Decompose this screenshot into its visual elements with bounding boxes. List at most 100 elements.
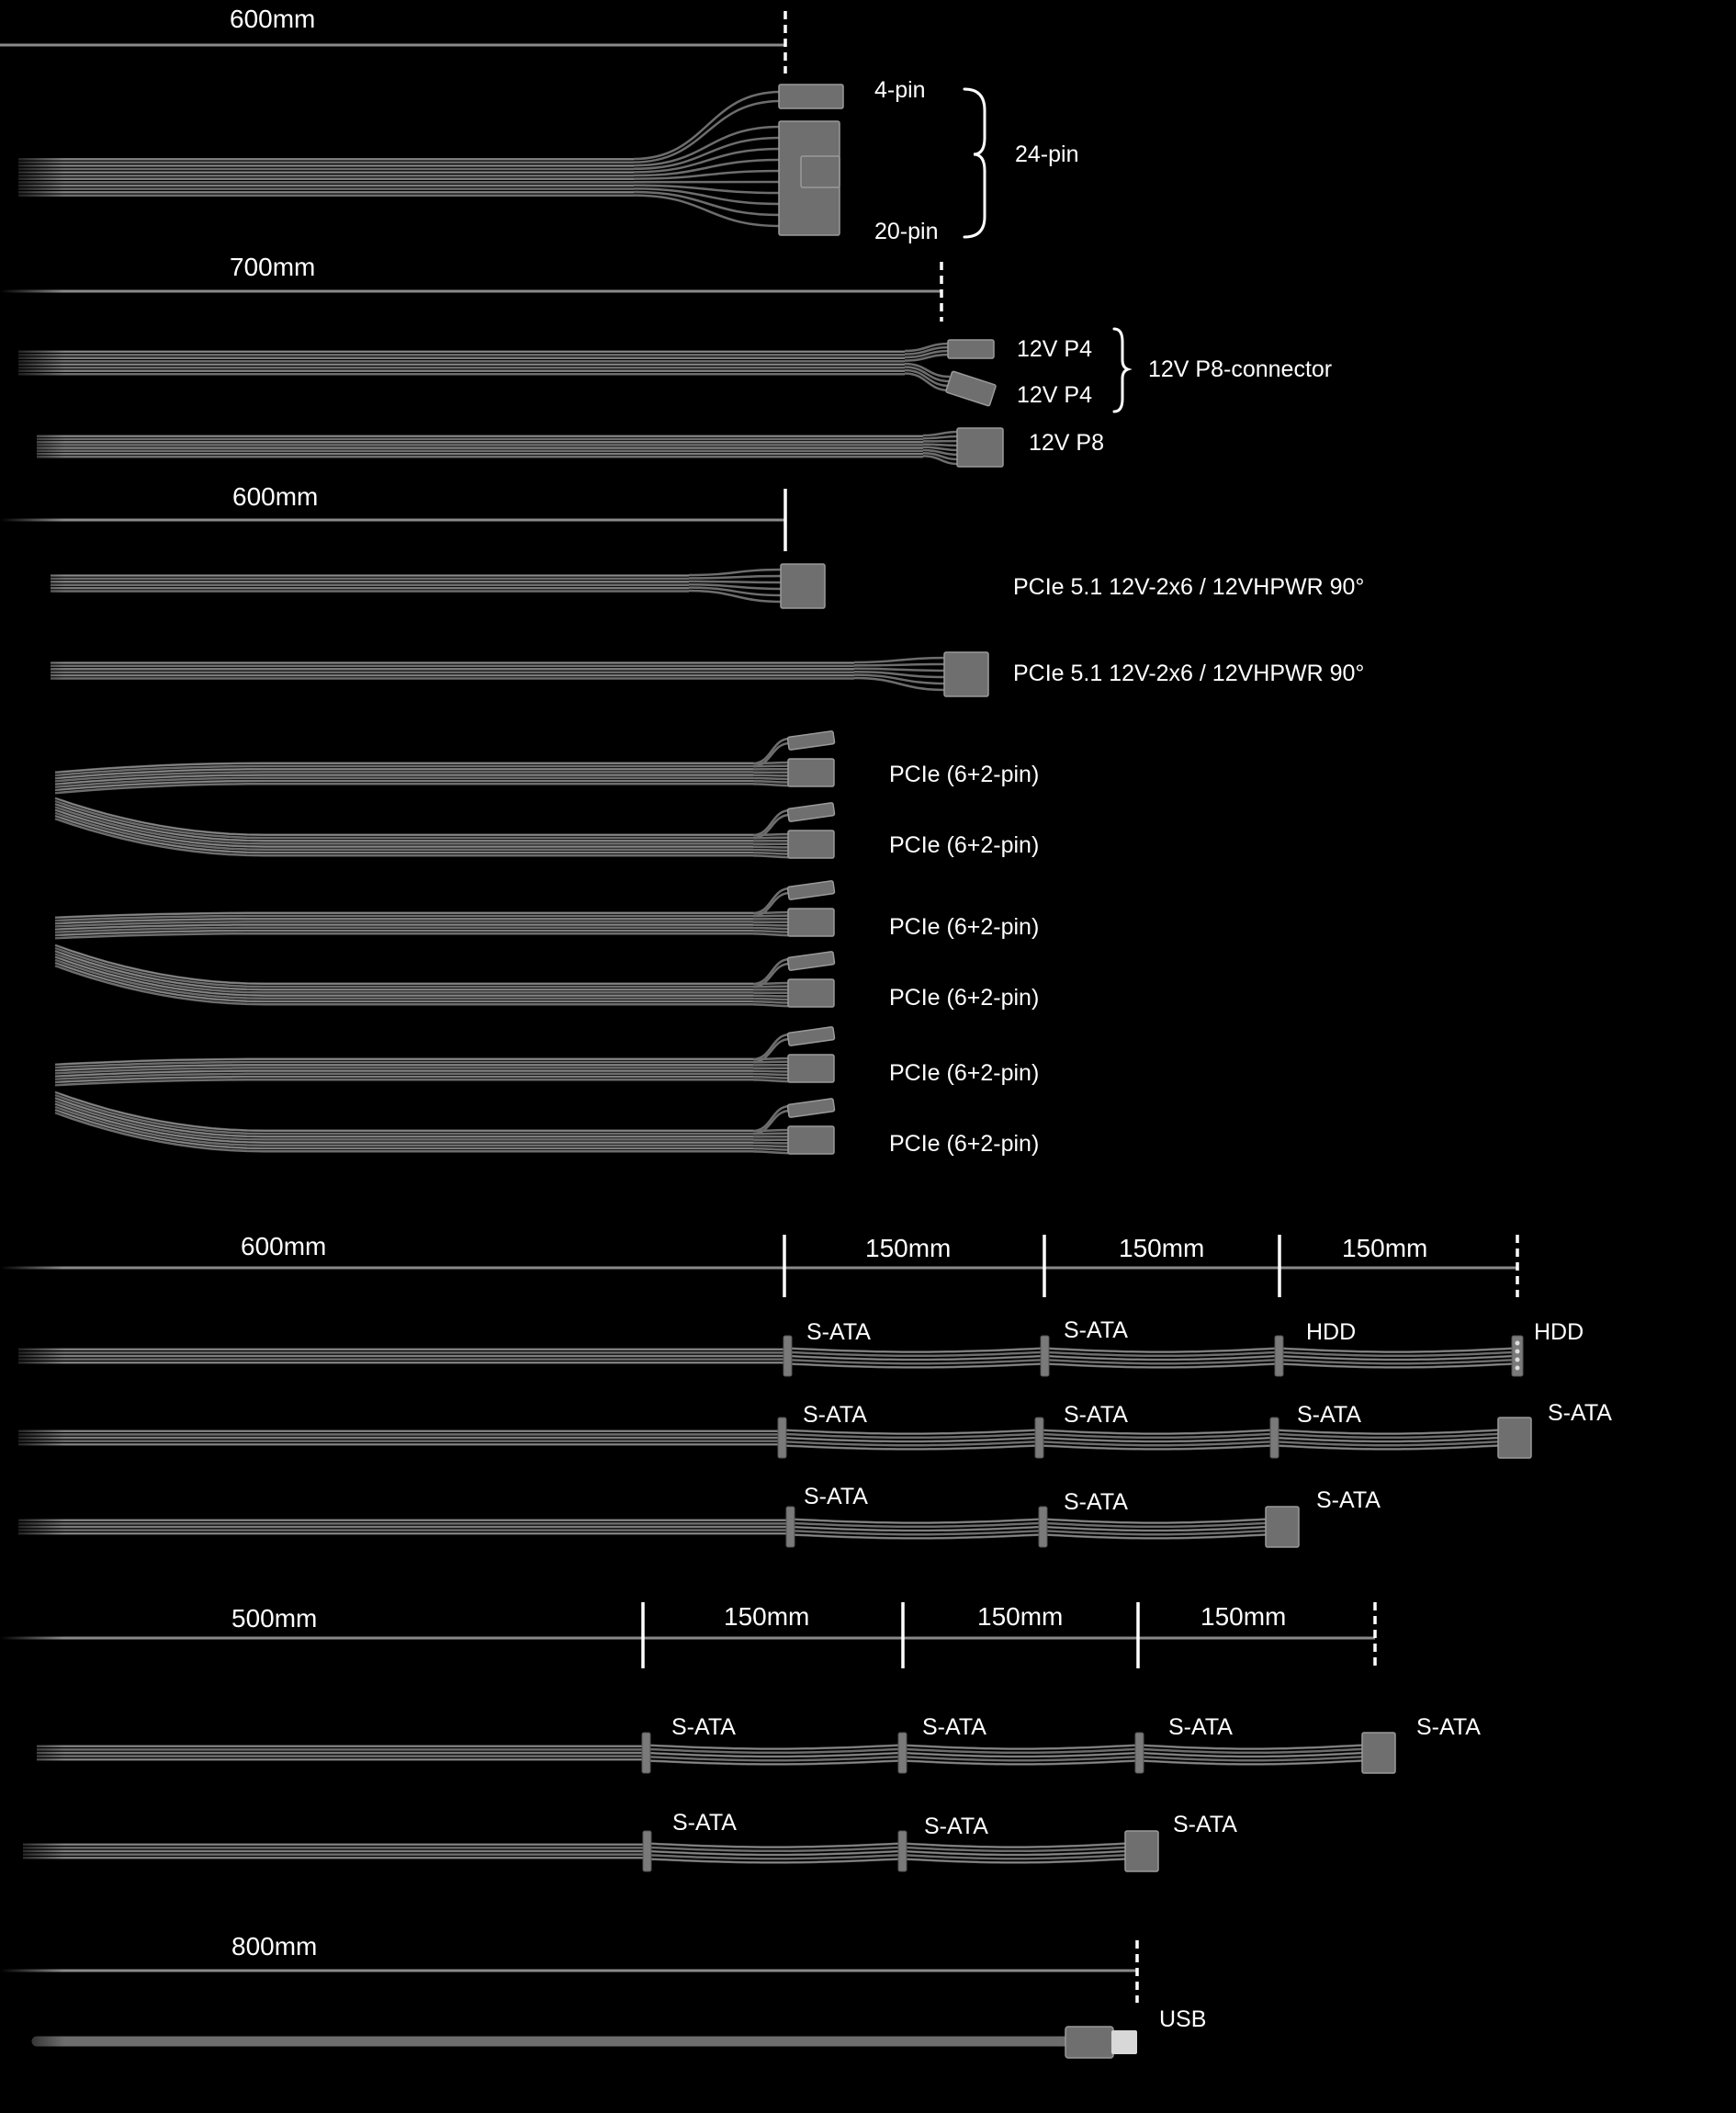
- wire-highlight: [1043, 1348, 1279, 1353]
- wire-highlight: [54, 912, 753, 919]
- connector-label: S-ATA: [1297, 1402, 1361, 1428]
- wire: [1138, 1755, 1365, 1762]
- sata-power-connector: [1265, 1506, 1300, 1548]
- wire: [853, 673, 947, 685]
- wire: [54, 806, 753, 845]
- length-label: 600mm: [241, 1232, 326, 1260]
- wire-highlight: [645, 1759, 903, 1765]
- wire-highlight: [1038, 1437, 1275, 1442]
- sata-segment: [1278, 1347, 1516, 1369]
- length-label: 150mm: [1342, 1234, 1427, 1262]
- sata-cable-4: [37, 1732, 1396, 1774]
- connector-label: S-ATA: [1173, 1812, 1237, 1837]
- wire: [633, 158, 782, 177]
- pcie-cables: [51, 568, 947, 1155]
- wire: [752, 923, 791, 927]
- wire-highlight: [645, 1752, 903, 1757]
- wire-highlight: [54, 1058, 753, 1066]
- wire: [853, 676, 947, 692]
- wire-highlight: [1138, 1759, 1365, 1765]
- wire-highlight: [1278, 1348, 1516, 1353]
- wire: [54, 958, 753, 1000]
- sata-splitter: [1040, 1335, 1050, 1377]
- sata-power-connector: [1124, 1830, 1159, 1872]
- wire-highlight: [1278, 1355, 1516, 1361]
- pcie-6pin-connector: [787, 830, 835, 859]
- wire: [752, 1147, 791, 1151]
- wire-highlight: [54, 1109, 753, 1149]
- wire: [904, 372, 951, 392]
- connector-label: S-ATA: [1168, 1714, 1233, 1740]
- wire: [1278, 1350, 1516, 1358]
- connector-label: S-ATA: [671, 1714, 736, 1740]
- molex-pin: [1515, 1357, 1520, 1362]
- sata-segment: [786, 1347, 1045, 1369]
- wire-highlight: [54, 956, 753, 997]
- length-label: 600mm: [232, 482, 318, 511]
- wire: [1278, 1358, 1516, 1365]
- wire-highlight: [54, 803, 753, 842]
- connector-label: HDD: [1534, 1319, 1584, 1345]
- sata-splitter: [897, 1732, 907, 1774]
- pcie-6-2-label: PCIe (6+2-pin): [889, 1060, 1039, 1086]
- wire: [922, 446, 960, 452]
- wire: [901, 1755, 1140, 1762]
- sata-splitter: [1134, 1732, 1144, 1774]
- molex-pin: [1515, 1365, 1520, 1371]
- wire: [752, 737, 791, 765]
- pcie-2pin-connector: [786, 802, 836, 822]
- wire: [1138, 1747, 1365, 1755]
- wire: [688, 582, 783, 591]
- length-label: 700mm: [230, 253, 315, 281]
- wire: [752, 1072, 791, 1077]
- wire: [54, 946, 753, 989]
- wire-highlight: [781, 1429, 1040, 1435]
- wire-highlight: [1138, 1745, 1365, 1750]
- length-label: 150mm: [865, 1234, 951, 1262]
- pcie-section: 600mm PCIe 5.1 12V-2x6 / 12VHPWR 90° PCI…: [0, 482, 1364, 1157]
- sata-cable-2: [18, 1417, 1532, 1459]
- sata-splitter: [1038, 1506, 1048, 1548]
- length-label: 600mm: [230, 5, 315, 33]
- pin4-label: 4-pin: [874, 77, 926, 103]
- wire-highlight: [781, 1437, 1040, 1442]
- sata-splitter: [1034, 1417, 1044, 1459]
- wire: [904, 366, 951, 383]
- pcie-6-2-ribbon: [54, 1057, 753, 1087]
- connector-label: S-ATA: [1064, 1402, 1128, 1428]
- wire: [752, 1069, 791, 1073]
- usb-connector-body: [1065, 2026, 1114, 2059]
- p4b-label: 12V P4: [1017, 382, 1092, 408]
- wire: [752, 813, 791, 840]
- wire-highlight: [646, 1858, 903, 1863]
- wire-highlight: [54, 780, 753, 791]
- wire: [633, 187, 782, 206]
- wire: [54, 1105, 753, 1147]
- wire: [646, 1846, 903, 1853]
- wire-highlight: [786, 1348, 1045, 1353]
- wire: [752, 1104, 791, 1133]
- length-label: 500mm: [231, 1604, 317, 1633]
- sata-segment: [789, 1518, 1043, 1540]
- wire-highlight: [54, 815, 753, 853]
- wire: [904, 345, 951, 356]
- wire-highlight: [789, 1526, 1043, 1531]
- wire: [1038, 1432, 1275, 1440]
- wire: [1043, 1350, 1279, 1358]
- pcie-6pin-connector: [787, 758, 835, 787]
- wire: [645, 1747, 903, 1755]
- wire: [752, 1033, 791, 1061]
- connector-label: S-ATA: [922, 1714, 986, 1740]
- wire-highlight: [1043, 1355, 1279, 1361]
- pcie-6-2-ribbon: [54, 1090, 753, 1153]
- wire-highlight: [1042, 1533, 1268, 1539]
- hpwr-label-2: PCIe 5.1 12V-2x6 / 12VHPWR 90°: [1013, 661, 1364, 686]
- sata-splitter: [641, 1732, 651, 1774]
- sata-ribbon: [23, 1843, 647, 1859]
- wire-highlight: [54, 768, 753, 779]
- wire: [904, 362, 951, 379]
- wire: [922, 448, 960, 457]
- wire: [54, 1060, 753, 1069]
- wire-highlight: [901, 1843, 1128, 1848]
